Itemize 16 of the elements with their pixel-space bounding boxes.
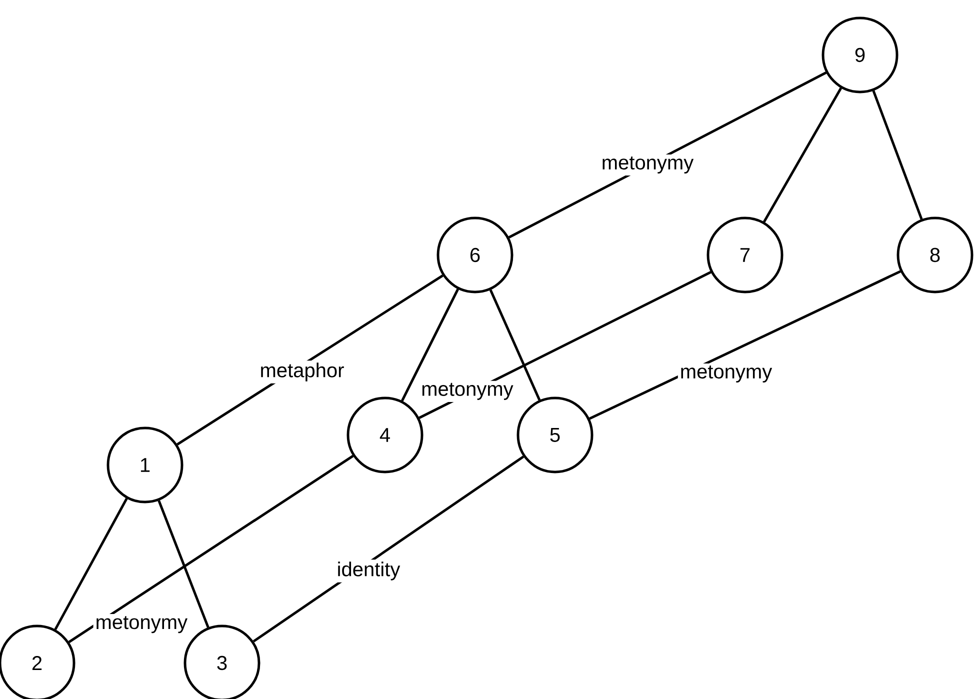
connector-line xyxy=(252,456,524,642)
connector-line xyxy=(589,270,901,420)
edge-label: identity xyxy=(334,560,402,582)
connector-line xyxy=(401,288,460,402)
edge-label: metaphor xyxy=(258,360,346,384)
edge-label: metonymy xyxy=(93,614,190,636)
edge-label: metonymy xyxy=(678,363,774,385)
connector-line xyxy=(763,88,842,222)
connector-line xyxy=(489,289,541,401)
connector-line xyxy=(68,454,354,644)
connector-line xyxy=(158,500,210,628)
edge-label: metonymy xyxy=(419,380,516,402)
connector-line xyxy=(54,498,128,630)
connector-line xyxy=(508,72,827,238)
edge-label: metonymy xyxy=(599,154,696,176)
connector-line xyxy=(872,90,923,220)
